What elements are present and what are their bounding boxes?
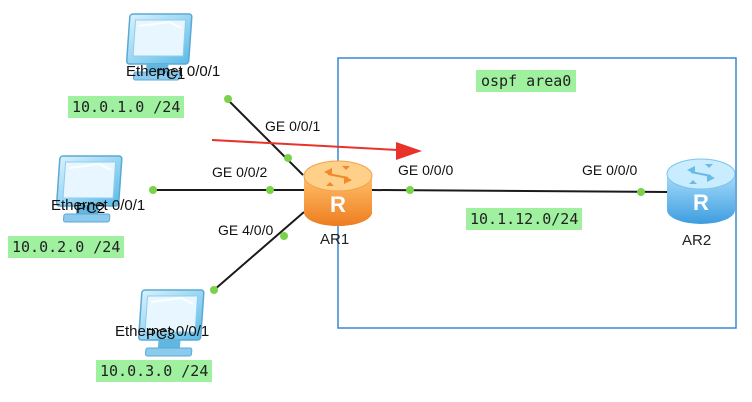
port-dot	[224, 95, 232, 103]
port-dot	[406, 186, 414, 194]
link-pc3-ar1	[213, 211, 305, 291]
pc2-name-label: PC2	[76, 200, 106, 217]
network-label-pc2: 10.0.2.0 /24	[8, 236, 125, 258]
ar1-ge400-label: GE 4/0/0	[218, 222, 274, 238]
pc2-port-label: Ethernet 0/0/1	[51, 197, 146, 214]
ar2-router-icon[interactable]: R	[666, 158, 736, 224]
red-arrow	[211, 139, 422, 160]
ar1-glyph: R	[330, 192, 346, 217]
ar1-ge002-label: GE 0/0/2	[212, 164, 268, 180]
port-dot	[210, 286, 218, 294]
link-pc1-ar1	[225, 97, 304, 176]
ar2-glyph: R	[693, 190, 709, 215]
link-ar1-ar2	[371, 189, 668, 193]
port-dot	[266, 186, 274, 194]
ospf-area-label: ospf area0	[476, 70, 577, 92]
ar1-name-label: AR1	[320, 231, 350, 248]
network-label-ar1-ar2: 10.1.12.0/24	[466, 208, 583, 230]
network-label-pc3: 10.0.3.0 /24	[96, 360, 213, 382]
pc1-name-label: PC1	[156, 66, 186, 83]
port-dot	[149, 186, 157, 194]
port-dot	[637, 188, 645, 196]
port-dot	[284, 154, 292, 162]
ar1-ge001-label: GE 0/0/1	[265, 118, 321, 134]
pc3-name-label: PC3	[146, 326, 176, 343]
pc1-port-label: Ethernet 0/0/1	[126, 63, 221, 80]
ar1-ge000-label: GE 0/0/0	[398, 162, 454, 178]
ar1-router-icon[interactable]: R	[303, 160, 373, 226]
port-dot	[280, 232, 288, 240]
pc3-port-label: Ethernet 0/0/1	[115, 323, 210, 340]
ar2-ge000-label: GE 0/0/0	[582, 162, 638, 178]
ar2-name-label: AR2	[682, 232, 712, 249]
network-label-pc1: 10.0.1.0 /24	[68, 96, 185, 118]
